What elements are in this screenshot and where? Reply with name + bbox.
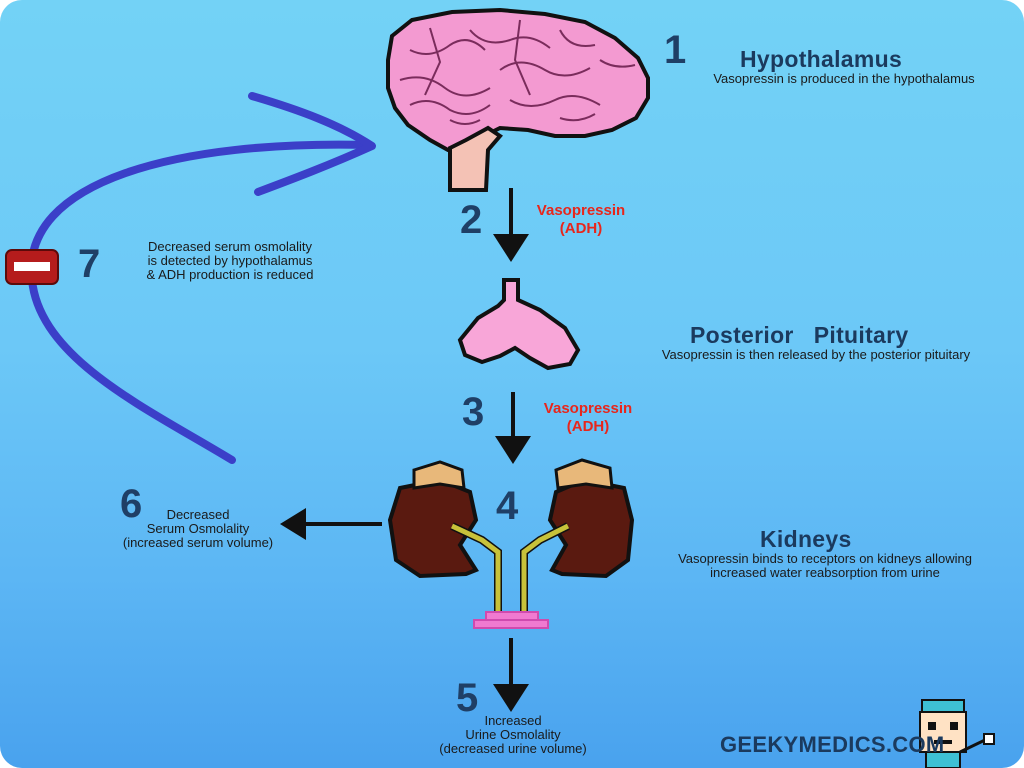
step-5-number: 5 <box>456 676 479 720</box>
step-1-number: 1 <box>664 28 687 72</box>
posterior-pituitary-description: Vasopressin is then released by the post… <box>661 347 971 362</box>
arrow-step-6 <box>280 508 382 540</box>
kidneys-icon <box>387 458 635 629</box>
step-7-number: 7 <box>78 242 101 286</box>
step-5-description: Increased Urine Osmolality (decreased ur… <box>439 713 587 756</box>
brand-label: GEEKYMEDICS.COM <box>720 732 945 757</box>
posterior-pituitary-title: Posterior Pituitary <box>690 322 909 348</box>
step-3-hormone-label: Vasopressin (ADH) <box>543 400 633 435</box>
step-6-description: Decreased Serum Osmolality (increased se… <box>122 507 274 550</box>
hypothalamus-title: Hypothalamus <box>740 46 903 72</box>
pituitary-icon <box>457 278 581 371</box>
step-3-number: 3 <box>462 390 485 434</box>
brain-icon <box>386 7 650 192</box>
arrow-step-3 <box>495 392 531 464</box>
step-7-description: Decreased serum osmolality is detected b… <box>146 239 314 282</box>
step-2-number: 2 <box>460 198 483 242</box>
mascot-icon <box>919 699 995 768</box>
minus-sign-icon <box>5 249 59 285</box>
step-6-number: 6 <box>120 482 143 526</box>
hypothalamus-description: Vasopressin is produced in the hypothala… <box>713 71 975 86</box>
step-2-hormone-label: Vasopressin (ADH) <box>536 202 626 237</box>
arrow-step-2 <box>493 188 529 262</box>
kidneys-title: Kidneys <box>760 526 852 552</box>
arrow-step-5 <box>493 638 529 712</box>
kidneys-description: Vasopressin binds to receptors on kidney… <box>678 551 972 580</box>
step-4-number: 4 <box>496 484 519 528</box>
